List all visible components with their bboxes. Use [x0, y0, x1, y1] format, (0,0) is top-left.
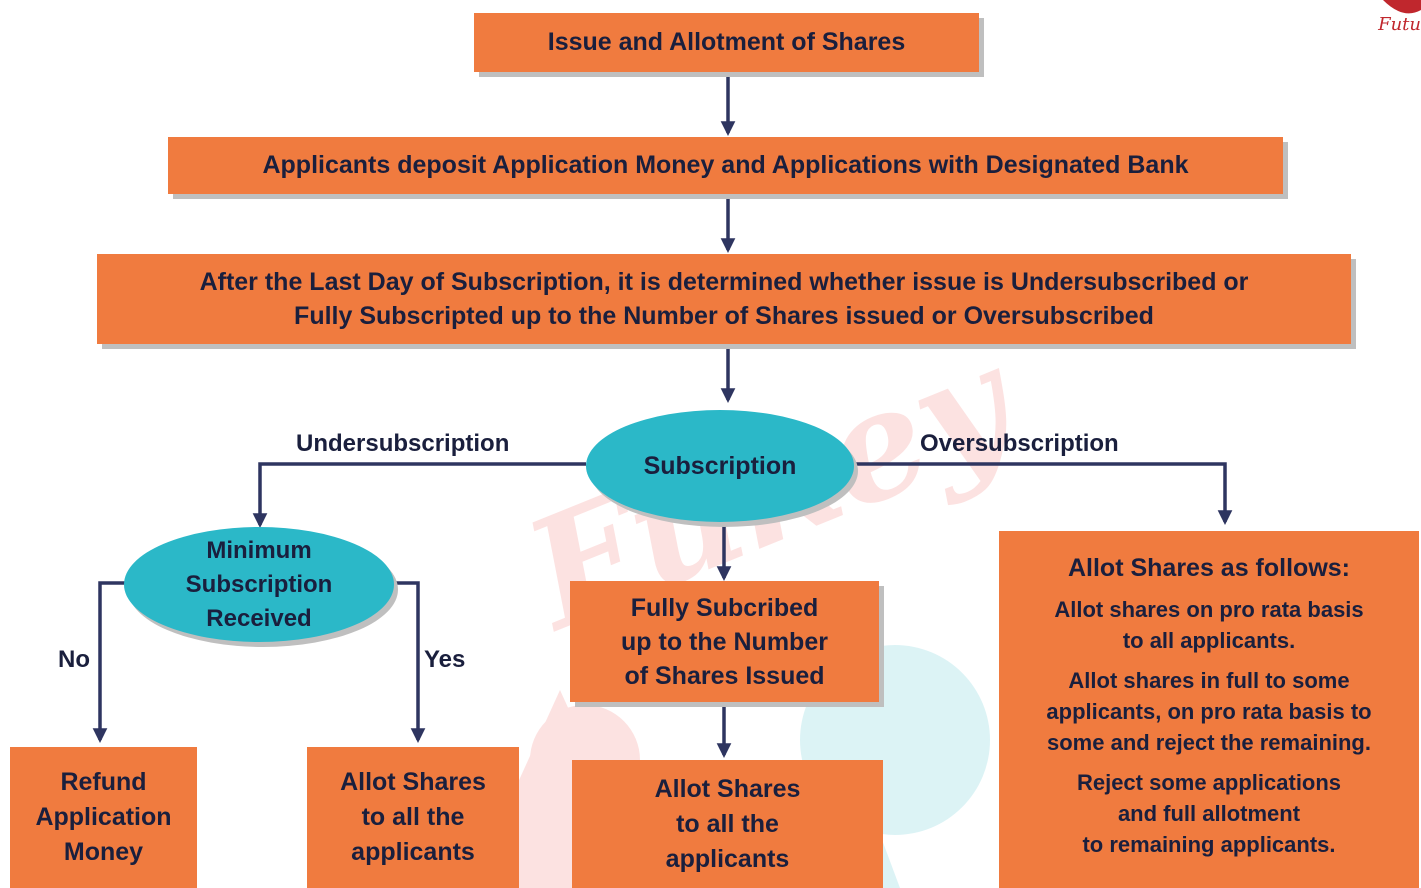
allot-full-line-3: applicants — [665, 844, 790, 873]
allot-undersubscribed-box: Allot Shares to all the applicants — [307, 747, 519, 888]
subscription-node-text: Subscription — [643, 451, 797, 480]
over-option-3-line-2: and full allotment — [1117, 801, 1301, 826]
fully-line-1: Fully Subcribed — [630, 593, 819, 622]
allot-under-line-2: to all the — [361, 803, 465, 831]
over-option-3-line-1: Reject some applications — [1076, 770, 1342, 795]
allot-fully-box: Allot Shares to all the applicants — [572, 760, 883, 888]
over-option-2: Allot shares in full to some applicants,… — [1046, 665, 1371, 758]
determine-line-1: After the Last Day of Subscription, it i… — [199, 268, 1249, 296]
arrow-yes-to-allot — [392, 581, 426, 743]
over-option-3: Reject some applications and full allotm… — [1077, 767, 1341, 860]
allot-full-line-2: to all the — [676, 809, 779, 838]
refund-line-2: Application — [35, 803, 172, 831]
over-heading: Allot Shares as follows: — [1067, 554, 1350, 582]
refund-line-1: Refund — [60, 768, 147, 796]
over-option-3-line-3: to remaining applicants. — [1082, 832, 1336, 857]
logo-text: Futu — [1378, 14, 1421, 35]
minimum-line-2: Subscription — [185, 570, 333, 598]
fully-line-2: up to the Number — [621, 627, 828, 656]
title-box-text: Issue and Allotment of Shares — [547, 28, 906, 56]
refund-box: Refund Application Money — [10, 747, 197, 888]
over-option-2-line-1: Allot shares in full to some — [1068, 668, 1350, 693]
yes-label: Yes — [424, 646, 466, 673]
deposit-box: Applicants deposit Application Money and… — [168, 137, 1283, 194]
fully-line-3: of Shares Issued — [624, 661, 825, 690]
allot-under-line-1: Allot Shares — [340, 768, 486, 796]
determine-line-2: Fully Subscripted up to the Number of Sh… — [294, 302, 1154, 330]
minimum-line-3: Received — [206, 604, 312, 632]
logo-mark — [1383, 0, 1421, 14]
oversubscription-label: Oversubscription — [920, 430, 1119, 457]
minimum-subscription-node: Minimum Subscription Received — [124, 527, 394, 642]
over-option-1: Allot shares on pro rata basis to all ap… — [1054, 594, 1363, 656]
undersubscription-label: Undersubscription — [296, 430, 510, 457]
deposit-box-text: Applicants deposit Application Money and… — [262, 151, 1189, 179]
arrow-undersubscription — [252, 462, 586, 528]
arrow-oversubscription — [853, 462, 1233, 525]
over-option-1-line-2: to all applicants. — [1122, 628, 1296, 653]
oversubscription-box: Allot Shares as follows: Allot shares on… — [999, 531, 1419, 888]
over-option-2-line-3: some and reject the remaining. — [1047, 730, 1371, 755]
fully-subscribed-box: Fully Subcribed up to the Number of Shar… — [570, 581, 879, 702]
title-box: Issue and Allotment of Shares — [474, 13, 979, 72]
over-option-2-line-2: applicants, on pro rata basis to — [1046, 699, 1372, 724]
determine-box: After the Last Day of Subscription, it i… — [97, 254, 1351, 344]
subscription-node: Subscription — [586, 410, 854, 522]
arrow-no-to-refund — [92, 581, 126, 743]
refund-line-3: Money — [63, 838, 144, 866]
minimum-line-1: Minimum — [206, 536, 312, 564]
allot-full-line-1: Allot Shares — [654, 774, 801, 803]
allot-under-line-3: applicants — [351, 838, 475, 866]
no-label: No — [58, 646, 90, 673]
over-option-1-line-1: Allot shares on pro rata basis — [1054, 597, 1364, 622]
